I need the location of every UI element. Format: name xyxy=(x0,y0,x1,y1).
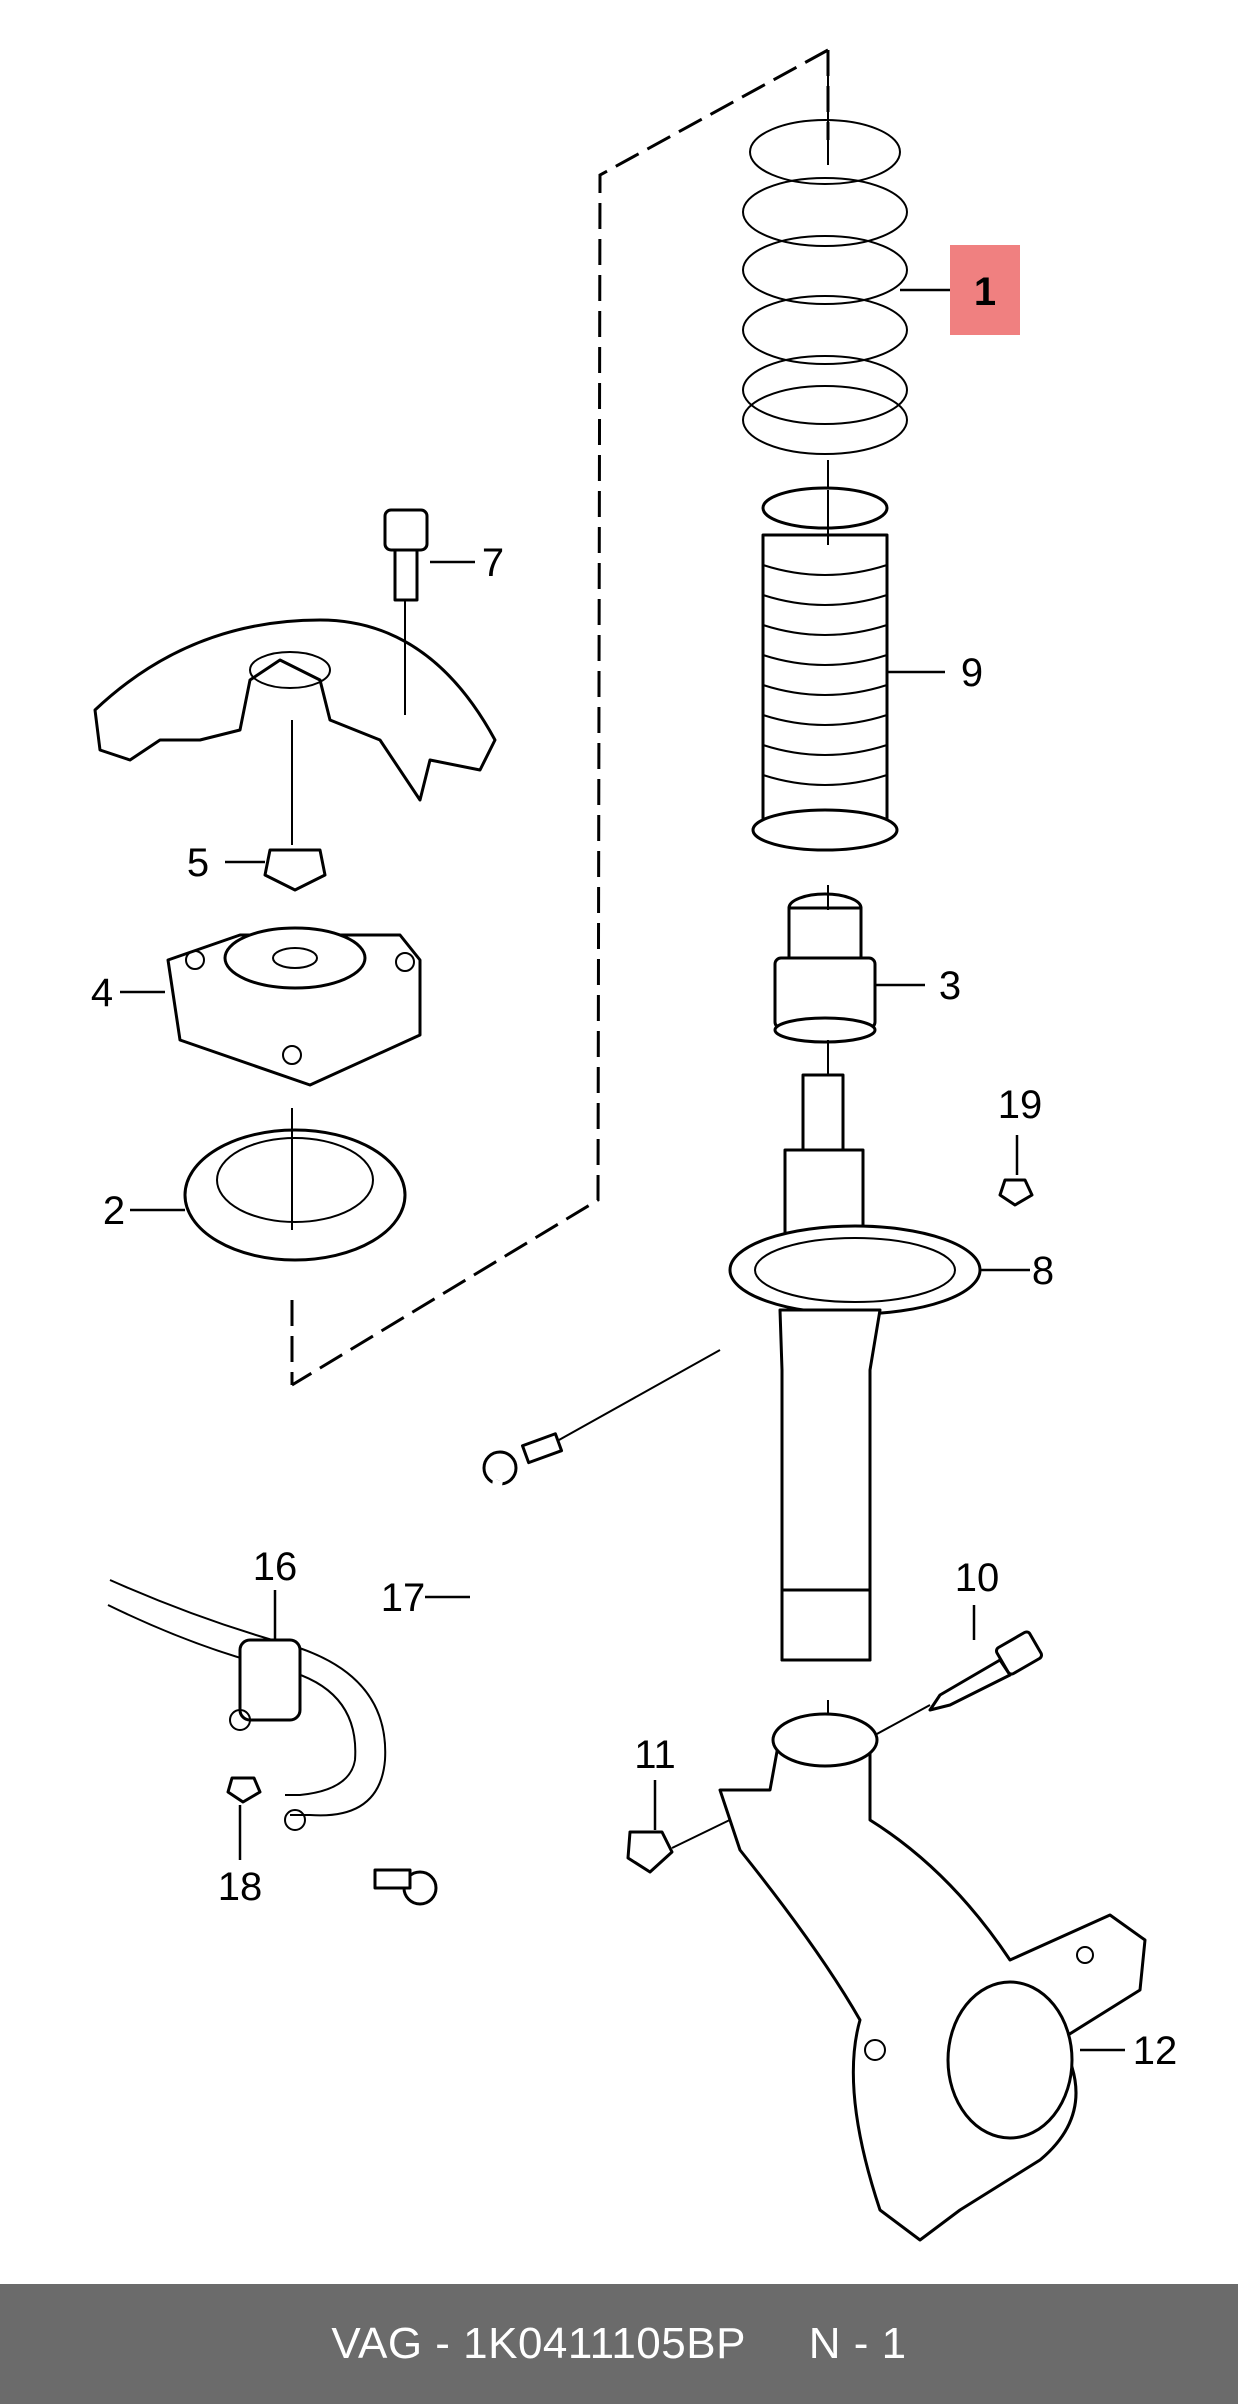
part-number-caption: VAG - 1K0411105BP N - 1 xyxy=(331,2319,907,2368)
cover-plate xyxy=(93,618,497,802)
nut-19[interactable] xyxy=(998,1178,1034,1207)
part-label-2[interactable]: 2 xyxy=(103,1189,125,1233)
part-label-3[interactable]: 3 xyxy=(939,964,961,1008)
strut-mount[interactable] xyxy=(166,926,422,1087)
part-label-16[interactable]: 16 xyxy=(253,1545,298,1589)
stabilizer-bar[interactable] xyxy=(107,1579,387,1831)
part-label-19[interactable]: 19 xyxy=(998,1083,1043,1127)
part-label-1[interactable]: 1 xyxy=(974,270,996,314)
suspension-parts-diagram: 1 9 3 19 8 7 5 4 2 16 17 10 11 18 12 xyxy=(91,48,1178,2242)
stabilizer-link[interactable] xyxy=(373,1349,721,1906)
steering-knuckle[interactable] xyxy=(718,1712,1147,2242)
part-label-7[interactable]: 7 xyxy=(482,541,504,585)
bolt-10[interactable] xyxy=(874,1630,1043,1736)
coil-spring[interactable] xyxy=(742,70,908,525)
nut-11[interactable] xyxy=(626,1814,741,1874)
shock-absorber xyxy=(728,1073,982,1735)
part-label-17[interactable]: 17 xyxy=(381,1576,426,1620)
part-label-18[interactable]: 18 xyxy=(218,1865,263,1909)
strut-bearing[interactable] xyxy=(183,1108,407,1262)
part-label-9[interactable]: 9 xyxy=(961,651,983,695)
highlight-box xyxy=(950,245,1020,335)
dust-boot[interactable] xyxy=(751,486,899,852)
nut-18[interactable] xyxy=(226,1776,262,1804)
part-label-10[interactable]: 10 xyxy=(955,1556,1000,1600)
footer-bar: VAG - 1K0411105BP N - 1 xyxy=(0,2284,1238,2404)
part-label-12[interactable]: 12 xyxy=(1133,2029,1178,2073)
bolt-7[interactable] xyxy=(383,508,429,715)
part-label-11[interactable]: 11 xyxy=(634,1733,676,1777)
part-label-8[interactable]: 8 xyxy=(1032,1249,1054,1293)
part-label-4[interactable]: 4 xyxy=(91,971,113,1015)
leader-lines xyxy=(120,288,1125,2052)
bump-stop[interactable] xyxy=(773,885,877,1075)
part-label-5[interactable]: 5 xyxy=(187,841,209,885)
top-nut[interactable] xyxy=(263,720,327,892)
